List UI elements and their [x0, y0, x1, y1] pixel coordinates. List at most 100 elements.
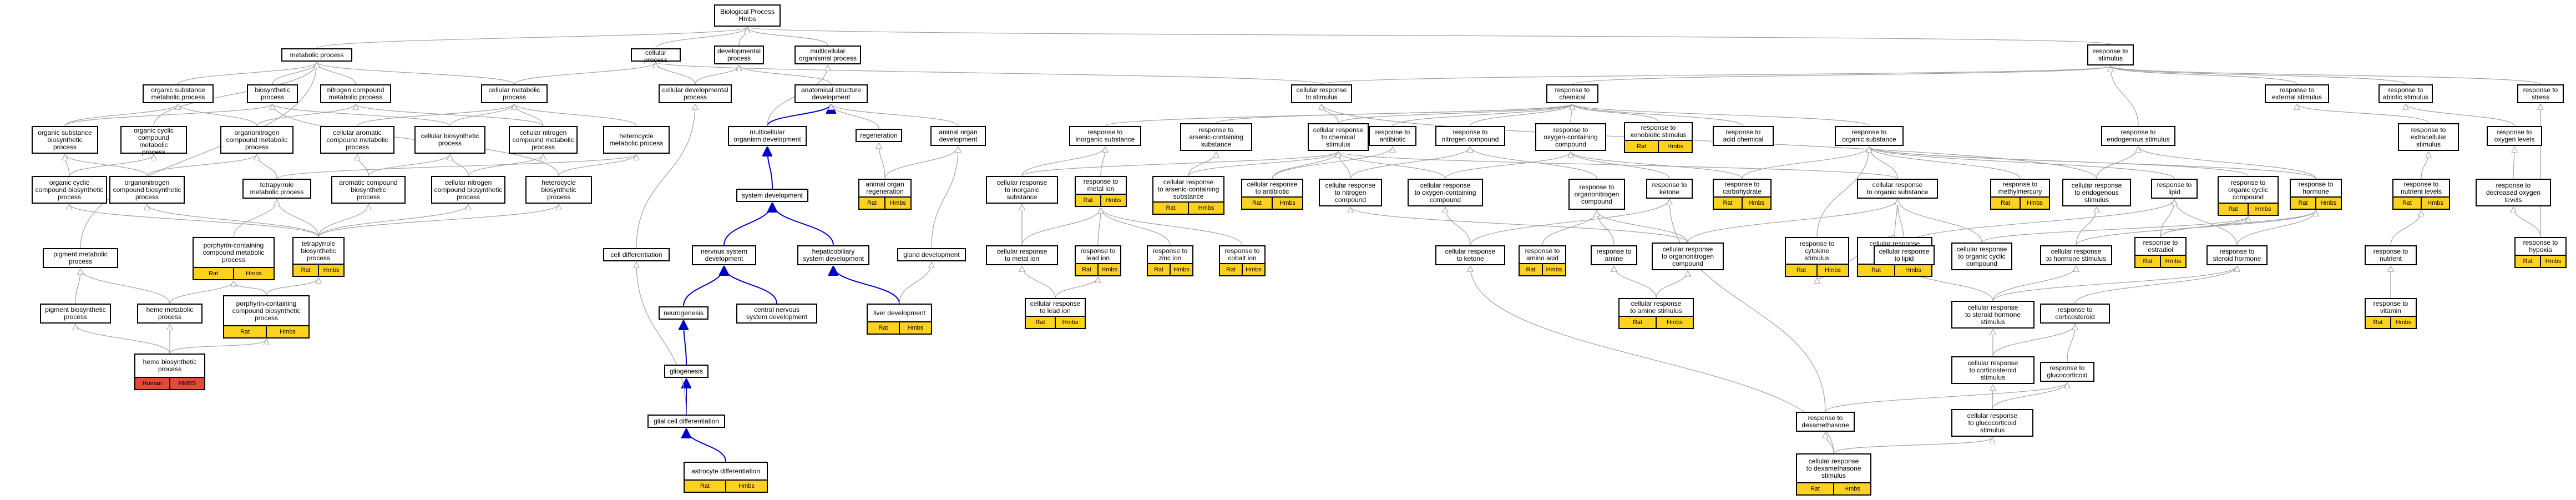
go-term-roxylev[interactable]: response to oxygen levels	[2487, 126, 2542, 146]
go-term-rextra[interactable]: response to extracellular stimulus	[2398, 123, 2459, 151]
go-term-rarsen[interactable]: response to arsenic-containing substance	[1180, 123, 1252, 151]
go-term-rlipid[interactable]: response to lipid	[2151, 179, 2198, 199]
go-term-biosyn[interactable]: biosynthetic process	[247, 84, 298, 103]
go-term-crorgsub[interactable]: cellular response to organic substance	[1857, 179, 1938, 199]
go-term-rdecoxy[interactable]: response to decreased oxygen levels	[2476, 179, 2551, 206]
go-term-crdexa[interactable]: cellular response to dexamethasone stimu…	[1796, 453, 1871, 496]
go-term-racid[interactable]: response to acid chemical	[1713, 126, 1774, 146]
go-term-onmet[interactable]: organonitrogen compound metabolic proces…	[220, 126, 293, 154]
go-term-osbio[interactable]: organic substance biosynthetic process	[32, 126, 98, 154]
go-term-respext[interactable]: response to external stimulus	[2265, 84, 2329, 103]
go-term-neurogen[interactable]: neurogenesis	[659, 306, 708, 320]
go-term-cellbio[interactable]: cellular biosynthetic process	[414, 126, 485, 154]
go-term-porphmet[interactable]: porphyrin-containing compound metabolic …	[193, 237, 275, 280]
go-term-crcortico[interactable]: cellular response to corticosteroid stim…	[1951, 356, 2035, 384]
go-term-metab[interactable]: metabolic process	[281, 48, 352, 62]
go-term-crarsen[interactable]: cellular response to arsenic-containing …	[1152, 176, 1224, 215]
go-term-mcodev[interactable]: multicellular organism development	[728, 126, 807, 146]
go-term-crocc[interactable]: cellular response to organic cyclic comp…	[1951, 243, 2012, 270]
go-term-hetmet[interactable]: heterocycle metabolic process	[603, 126, 670, 154]
go-term-crgluco[interactable]: cellular response to glucocorticoid stim…	[1951, 409, 2033, 437]
go-term-crketone[interactable]: cellular response to ketone	[1435, 245, 1505, 265]
go-term-cellproc[interactable]: cellular process	[631, 48, 681, 64]
go-term-aorgdev[interactable]: animal organ development	[930, 126, 986, 146]
go-term-pigbio[interactable]: pigment biosynthetic process	[40, 304, 111, 324]
go-term-respchem[interactable]: response to chemical	[1546, 84, 1598, 103]
go-term-pigmet[interactable]: pigment metabolic process	[43, 248, 118, 268]
go-term-roxy[interactable]: response to oxygen-containing compound	[1535, 123, 1606, 151]
go-term-cellresp[interactable]: cellular response to stimulus	[1291, 84, 1352, 103]
go-term-ncmet[interactable]: nitrogen compound metabolic process	[320, 84, 391, 103]
go-term-respstress[interactable]: response to stress	[2517, 84, 2564, 103]
go-term-regen[interactable]: regeneration	[856, 129, 902, 142]
go-term-porphbio[interactable]: porphyrin-containing compound biosynthet…	[223, 295, 310, 339]
go-term-cncmet[interactable]: cellular nitrogen compound metabolic pro…	[509, 126, 578, 154]
go-term-cncbio[interactable]: cellular nitrogen compound biosynthetic …	[431, 176, 505, 204]
go-term-root[interactable]: Biological Process Hmbs	[714, 4, 781, 27]
go-term-occbio[interactable]: organic cyclic compound biosynthetic pro…	[32, 176, 107, 204]
go-term-ramine[interactable]: response to amine	[1591, 245, 1637, 265]
go-term-crlipid[interactable]: cellular response to lipid	[1874, 245, 1935, 265]
go-term-glialdiff[interactable]: glial cell differentiation	[647, 415, 725, 428]
go-term-crsteroid[interactable]: cellular response to steroid hormone sti…	[1951, 301, 2035, 329]
go-term-respabio[interactable]: response to abiotic stimulus	[2378, 84, 2433, 103]
go-term-crorgn[interactable]: cellular response to organonitrogen comp…	[1652, 243, 1724, 270]
go-term-gliogen[interactable]: gliogenesis	[664, 365, 708, 378]
go-term-rsteroid[interactable]: response to steroid hormone	[2206, 245, 2268, 265]
go-term-rcortico[interactable]: response to corticosteroid	[2040, 304, 2110, 324]
go-term-respstim[interactable]: response to stimulus	[2087, 44, 2134, 65]
go-term-devproc[interactable]: developmental process	[714, 46, 764, 64]
go-term-rantib[interactable]: response to antibiotic	[1369, 126, 1416, 146]
go-term-crmetion[interactable]: cellular response to metal ion	[986, 245, 1058, 265]
go-term-rketone[interactable]: response to ketone	[1646, 179, 1693, 199]
go-term-rinorg[interactable]: response to inorganic substance	[1069, 126, 1141, 146]
go-term-cellmet[interactable]: cellular metabolic process	[481, 84, 548, 103]
go-term-glanddev[interactable]: gland development	[897, 248, 966, 261]
go-term-crendo[interactable]: cellular response to endogenous stimulus	[2062, 179, 2131, 206]
go-term-cnsdev[interactable]: central nervous system development	[736, 304, 817, 324]
go-term-crchem[interactable]: cellular response to chemical stimulus	[1308, 123, 1369, 151]
go-term-rnutrient[interactable]: response to nutrient	[2365, 245, 2417, 265]
go-term-crhorm[interactable]: cellular response to hormone stimulus	[2040, 245, 2112, 265]
go-term-carommet[interactable]: cellular aromatic compound metabolic pro…	[320, 126, 394, 154]
go-term-tetrmet[interactable]: tetrapyrrole metabolic process	[242, 179, 311, 199]
go-term-rnitro[interactable]: response to nitrogen compound	[1435, 126, 1505, 146]
go-term-multorg[interactable]: multicellular organismal process	[794, 46, 861, 64]
go-term-hepdev[interactable]: hepaticobiliary system development	[797, 245, 869, 265]
go-term-orgsubmet[interactable]: organic substance metabolic process	[143, 84, 214, 103]
go-term-onbio[interactable]: organonitrogen compound biosynthetic pro…	[109, 176, 185, 204]
go-term-crinorg[interactable]: cellular response to inorganic substance	[986, 176, 1058, 204]
go-term-rgluco[interactable]: response to glucocorticoid	[2040, 362, 2094, 382]
go-term-occmet[interactable]: organic cyclic compound metabolic proces…	[120, 126, 187, 156]
go-term-rorgn[interactable]: response to organonitrogen compound	[1568, 179, 1625, 210]
go-term-crnitro[interactable]: cellular response to nitrogen compound	[1319, 179, 1382, 206]
go-term-croxy[interactable]: cellular response to oxygen-containing c…	[1408, 179, 1483, 206]
go-term-celldev[interactable]: cellular developmental process	[659, 84, 732, 103]
go-term-celldiff[interactable]: cell differentiation	[603, 248, 670, 261]
go-term-rdexa[interactable]: response to dexamethasone	[1796, 412, 1855, 432]
go-term-rendo[interactable]: response to endogenous stimulus	[2101, 126, 2175, 146]
go-term-arombio[interactable]: aromatic compound biosynthetic process	[331, 176, 406, 204]
go-term-sysdev[interactable]: system development	[736, 189, 808, 202]
go-term-nsdev[interactable]: nervous system development	[692, 245, 756, 265]
